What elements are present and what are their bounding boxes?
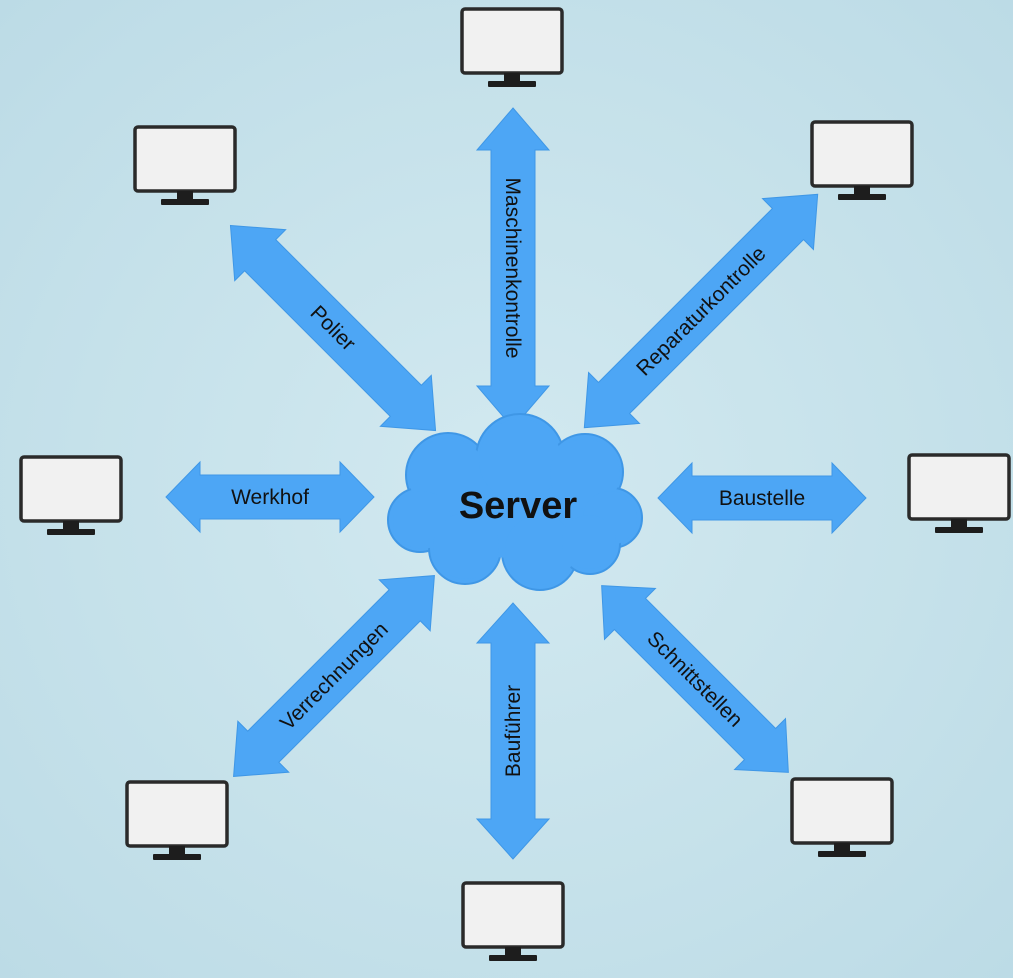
label-werkhof: Werkhof <box>231 486 309 509</box>
monitor-icon-top-left <box>133 125 237 207</box>
arrow-maschinenkontrolle: Maschinenkontrolle <box>475 107 551 429</box>
monitor-icon-top <box>460 7 564 89</box>
label-verrechnungen: Verrechnungen <box>276 618 393 735</box>
arrow-baufuehrer: Bauführer <box>475 602 551 860</box>
label-baustelle: Baustelle <box>719 487 805 510</box>
server-label: Server <box>459 485 578 527</box>
arrow-schnittstellen: Schnittstellen <box>601 585 789 773</box>
label-baufuehrer: Bauführer <box>502 685 525 777</box>
label-reparaturkontrolle: Reparaturkontrolle <box>632 242 770 380</box>
monitor-icon-right <box>907 453 1011 535</box>
monitor-icon-left <box>19 455 123 537</box>
monitor-icon-bottom-right <box>790 777 894 859</box>
monitor-icon-bottom <box>461 881 565 963</box>
arrow-polier: Polier <box>229 224 437 432</box>
arrow-verrechnungen: Verrechnungen <box>233 575 435 777</box>
arrow-reparaturkontrolle: Reparaturkontrolle <box>583 193 819 429</box>
label-schnittstellen: Schnittstellen <box>642 627 747 732</box>
monitor-icon-top-right <box>810 120 914 202</box>
cloud-icon: Server <box>387 413 643 591</box>
monitor-icon-bottom-left <box>125 780 229 862</box>
arrow-werkhof: Werkhof <box>165 460 375 534</box>
label-maschinenkontrolle: Maschinenkontrolle <box>501 178 524 359</box>
arrow-baustelle: Baustelle <box>657 461 867 535</box>
